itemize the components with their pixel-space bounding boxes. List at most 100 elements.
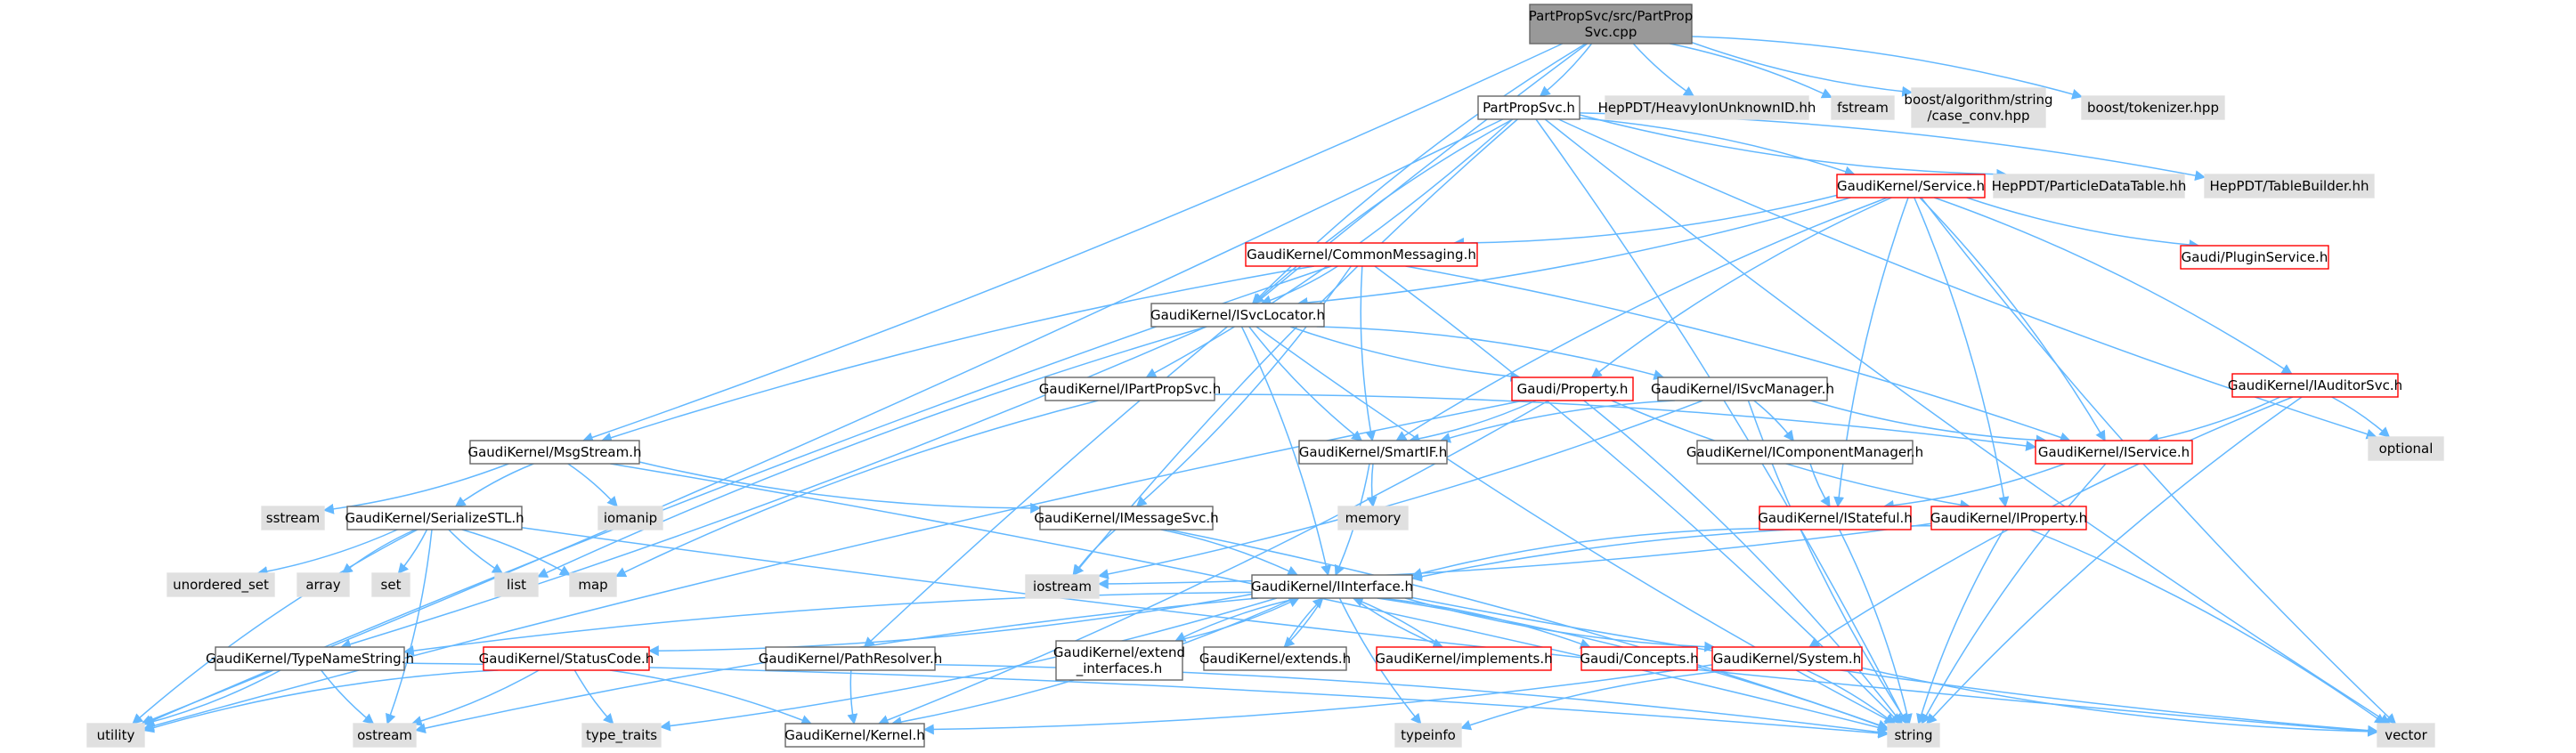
- edge-partpropsvc_h-to-service_h: [1579, 117, 1856, 177]
- node-concepts[interactable]: Gaudi/Concepts.h: [1580, 646, 1699, 671]
- nodes-layer: PartPropSvc/src/PartPropSvc.cppPartPropS…: [86, 4, 2444, 748]
- edge-pathresolver-to-kernel_h: [847, 669, 858, 725]
- node-box: [371, 572, 410, 597]
- edge-isvcmanager-to-smartif: [1439, 400, 1676, 443]
- node-label: GaudiKernel/ISvcManager.h: [1651, 381, 1834, 397]
- edge-implements-to-iinterface: [1352, 596, 1443, 648]
- edge-service_h-to-gaudi_property: [1590, 197, 1892, 378]
- node-array: array: [297, 572, 350, 597]
- node-label: memory: [1345, 510, 1402, 526]
- node-pluginservice[interactable]: Gaudi/PluginService.h: [2180, 245, 2329, 270]
- edge-serializestl-to-unordered_set: [256, 529, 398, 577]
- node-isvcmanager[interactable]: GaudiKernel/ISvcManager.h: [1651, 376, 1834, 401]
- node-iomanip: iomanip: [597, 506, 663, 530]
- node-ipartpropsvc[interactable]: GaudiKernel/IPartPropSvc.h: [1039, 376, 1221, 401]
- node-label: Gaudi/Property.h: [1517, 381, 1629, 397]
- node-box: [581, 723, 662, 748]
- node-box: [1529, 4, 1693, 45]
- node-iproperty[interactable]: GaudiKernel/IProperty.h: [1930, 506, 2087, 530]
- edge-serializestl-to-vector: [521, 527, 2379, 737]
- node-iauditorsvc[interactable]: GaudiKernel/IAuditorSvc.h: [2228, 373, 2402, 398]
- edge-system_h-to-vector: [1861, 667, 2379, 737]
- edge-isvclocator-to-gaudi_property: [1289, 326, 1522, 382]
- node-label: GaudiKernel/StatusCode.h: [479, 651, 654, 667]
- node-typenamestring[interactable]: GaudiKernel/TypeNameString.h: [206, 646, 414, 671]
- node-extends[interactable]: GaudiKernel/extends.h: [1199, 646, 1351, 671]
- node-label: GaudiKernel/extends.h: [1199, 651, 1351, 667]
- node-label: ostream: [357, 727, 412, 743]
- node-serializestl[interactable]: GaudiKernel/SerializeSTL.h: [345, 506, 524, 530]
- node-box: [2180, 245, 2329, 270]
- edge-istateful-to-string: [1839, 529, 1913, 725]
- node-iinterface[interactable]: GaudiKernel/IInterface.h: [1251, 574, 1413, 599]
- node-box: [483, 646, 650, 671]
- edge-iproperty-to-iostream: [1097, 522, 1932, 589]
- node-label: GaudiKernel/implements.h: [1375, 651, 1552, 667]
- node-label: GaudiKernel/IInterface.h: [1251, 579, 1413, 595]
- edge-service_h-to-smartif: [1395, 197, 1888, 441]
- node-map: map: [569, 572, 617, 597]
- edge-service_h-to-commonmessaging: [1453, 194, 1838, 248]
- node-commonmessaging[interactable]: GaudiKernel/CommonMessaging.h: [1245, 242, 1478, 267]
- node-service-h[interactable]: GaudiKernel/Service.h: [1836, 174, 1986, 198]
- node-label: boost/algorithm/string: [1904, 92, 2052, 108]
- node-statuscode[interactable]: GaudiKernel/StatusCode.h: [479, 646, 654, 671]
- node-box: [469, 440, 640, 465]
- edge-iinterface-to-extend_interfaces: [1174, 597, 1299, 642]
- node-box: [1696, 440, 1914, 465]
- edge-root-to-fstream: [1670, 43, 1833, 99]
- node-type-traits: type_traits: [581, 723, 662, 748]
- node-system-h[interactable]: GaudiKernel/System.h: [1711, 646, 1863, 671]
- node-box: [346, 506, 523, 530]
- edge-iauditorsvc-to-optional: [2331, 396, 2391, 438]
- edge-service_h-to-pluginservice: [1966, 197, 2200, 251]
- node-box: [1930, 506, 2087, 530]
- edge-iinterface-to-vector: [1411, 596, 2379, 736]
- node-isvclocator[interactable]: GaudiKernel/ISvcLocator.h: [1150, 303, 1325, 328]
- edge-iinterface-to-extends: [1283, 597, 1324, 648]
- node-imessagesvc[interactable]: GaudiKernel/IMessageSvc.h: [1034, 506, 1219, 530]
- node-icomponentmanager[interactable]: GaudiKernel/IComponentManager.h: [1686, 440, 1923, 465]
- edge-typenamestring-to-ostream: [321, 669, 375, 725]
- node-label: GaudiKernel/CommonMessaging.h: [1247, 247, 1476, 263]
- node-label: Gaudi/PluginService.h: [2182, 249, 2328, 265]
- node-heavyion: HepPDT/HeavyIonUnknownID.hh: [1598, 95, 1816, 120]
- node-box: [1245, 242, 1478, 267]
- node-gaudi-property[interactable]: Gaudi/Property.h: [1511, 376, 1634, 401]
- edge-msgstream-to-serializestl: [454, 463, 534, 507]
- node-label: GaudiKernel/IComponentManager.h: [1686, 444, 1923, 460]
- node-msgstream[interactable]: GaudiKernel/MsgStream.h: [467, 440, 642, 465]
- edge-commonmessaging-to-imessagesvc: [1135, 265, 1353, 507]
- edge-root-to-tokenizer: [1691, 36, 2084, 100]
- node-label: GaudiKernel/IMessageSvc.h: [1034, 510, 1218, 526]
- node-implements[interactable]: GaudiKernel/implements.h: [1375, 646, 1553, 671]
- node-smartif[interactable]: GaudiKernel/SmartIF.h: [1298, 440, 1448, 465]
- edge-isvclocator-to-string: [1255, 326, 1897, 725]
- edge-system_h-to-typeinfo: [1459, 669, 1734, 731]
- edge-partpropsvc_h-to-tablebuilder: [1579, 112, 2206, 182]
- node-ostream: ostream: [353, 723, 417, 748]
- edge-root-to-partpropsvc_h: [1539, 43, 1593, 97]
- edge-service_h-to-istateful: [1833, 197, 1909, 508]
- node-iservice[interactable]: GaudiKernel/IService.h: [2035, 440, 2193, 465]
- node-box: [1039, 506, 1214, 530]
- edge-root-to-msgstream: [581, 43, 1564, 443]
- node-memory: memory: [1337, 506, 1409, 530]
- node-label: Gaudi/Concepts.h: [1580, 651, 1698, 667]
- node-label: HepPDT/ParticleDataTable.hh: [1992, 178, 2187, 194]
- node-label: map: [578, 577, 607, 593]
- node-vector: vector: [2377, 723, 2435, 748]
- node-partpropsvc-h[interactable]: PartPropSvc.h: [1477, 95, 1581, 120]
- edge-iproperty-to-vector: [2029, 529, 2386, 725]
- node-label: GaudiKernel/IStateful.h: [1758, 510, 1913, 526]
- node-box: [1337, 506, 1409, 530]
- edge-isvcmanager-to-iservice: [1810, 400, 2047, 446]
- node-root[interactable]: PartPropSvc/src/PartPropSvc.cpp: [1529, 4, 1694, 45]
- node-extend-interfaces[interactable]: GaudiKernel/extend_interfaces.h: [1053, 640, 1185, 681]
- node-istateful[interactable]: GaudiKernel/IStateful.h: [1758, 506, 1913, 530]
- edge-iinterface-to-typenamestring: [402, 591, 1253, 657]
- node-box: [1657, 376, 1828, 401]
- node-kernel-h[interactable]: GaudiKernel/Kernel.h: [784, 723, 925, 748]
- node-utility: utility: [86, 723, 145, 748]
- node-pathresolver[interactable]: GaudiKernel/PathResolver.h: [759, 646, 942, 671]
